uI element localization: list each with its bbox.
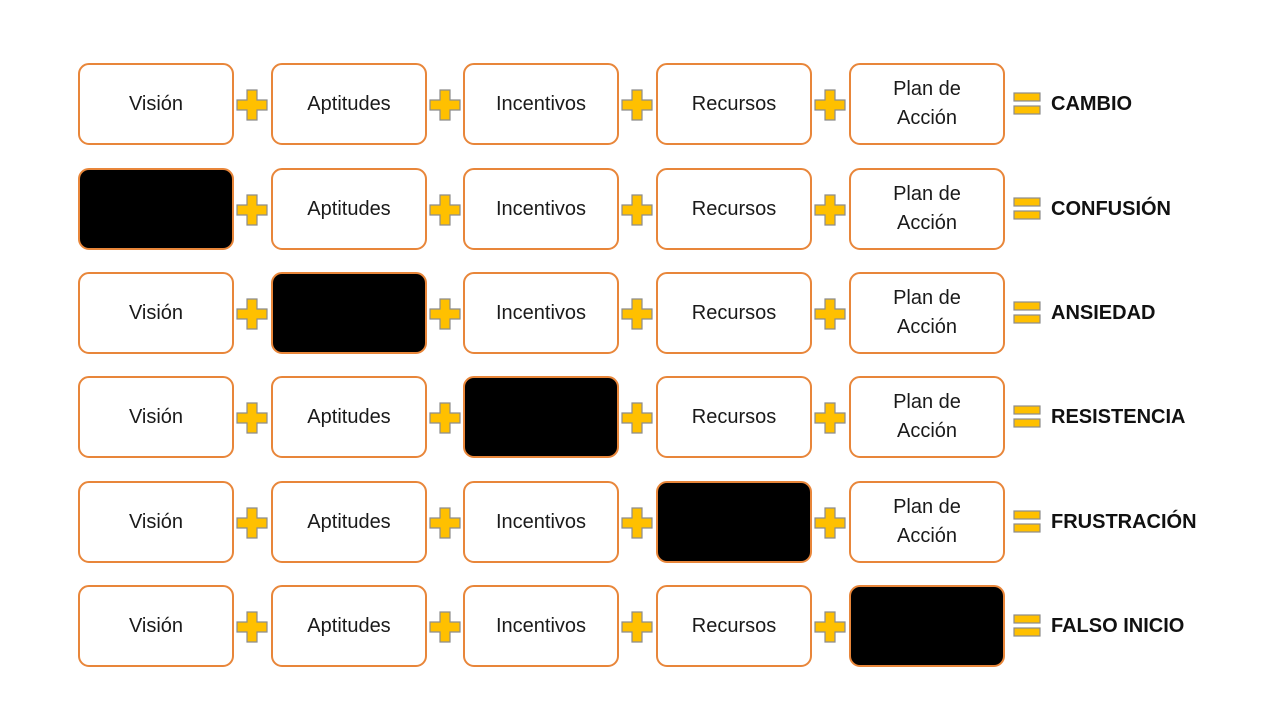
plus-icon [236,507,268,539]
equals-icon [1013,614,1041,638]
plus-icon [814,298,846,330]
factor-box: Aptitudes [271,481,427,563]
factor-box: Recursos [656,63,812,145]
factor-box: Incentivos [463,63,619,145]
factor-box: Aptitudes [271,63,427,145]
plus-icon [236,89,268,121]
plus-icon [429,194,461,226]
equation-row: Aptitudes Incentivos Recursos Plan de Acció… [0,168,1280,252]
result-label: ANSIEDAD [1051,301,1156,324]
plus-icon [621,298,653,330]
plus-icon [621,89,653,121]
equation-row: Visión Incentivos Recursos Plan de Acción AN… [0,272,1280,356]
factor-box: Aptitudes [271,168,427,250]
equals-icon [1013,197,1041,221]
plus-icon [236,194,268,226]
factor-box: Plan de Acción [849,272,1005,354]
result-label: FRUSTRACIÓN [1051,510,1197,533]
equals-icon [1013,405,1041,429]
equals-icon [1013,510,1041,534]
equals-icon [1013,301,1041,325]
factor-box: Plan de Acción [849,481,1005,563]
plus-icon [814,194,846,226]
factor-box: Incentivos [463,481,619,563]
factor-box: Incentivos [463,585,619,667]
plus-icon [429,402,461,434]
result-label: CONFUSIÓN [1051,197,1171,220]
factor-box: Plan de Acción [849,376,1005,458]
equation-row: Visión Aptitudes Recursos Plan de Acción RES… [0,376,1280,460]
plus-icon [621,194,653,226]
plus-icon [236,402,268,434]
result-label: CAMBIO [1051,92,1133,115]
hidden-factor-box [656,481,812,563]
factor-box: Incentivos [463,272,619,354]
result-label: FALSO INICIO [1051,614,1185,637]
plus-icon [621,611,653,643]
hidden-factor-box [78,168,234,250]
hidden-factor-box [849,585,1005,667]
plus-icon [814,89,846,121]
hidden-factor-box [271,272,427,354]
factor-box: Recursos [656,585,812,667]
equation-row: Visión Aptitudes Incentivos Plan de Acción F… [0,481,1280,565]
plus-icon [429,611,461,643]
plus-icon [814,611,846,643]
equals-icon [1013,92,1041,116]
factor-box: Visión [78,272,234,354]
plus-icon [236,298,268,330]
factor-box: Visión [78,376,234,458]
plus-icon [621,402,653,434]
factor-box: Incentivos [463,168,619,250]
plus-icon [814,402,846,434]
factor-box: Aptitudes [271,376,427,458]
factor-box: Visión [78,481,234,563]
factor-box: Visión [78,63,234,145]
plus-icon [236,611,268,643]
plus-icon [429,89,461,121]
plus-icon [814,507,846,539]
result-label: RESISTENCIA [1051,405,1186,428]
factor-box: Recursos [656,376,812,458]
factor-box: Recursos [656,272,812,354]
equation-row: Visión Aptitudes Incentivos Recursos FALSO I… [0,585,1280,669]
factor-box: Plan de Acción [849,168,1005,250]
factor-box: Plan de Acción [849,63,1005,145]
plus-icon [621,507,653,539]
factor-box: Aptitudes [271,585,427,667]
plus-icon [429,298,461,330]
factor-box: Visión [78,585,234,667]
plus-icon [429,507,461,539]
hidden-factor-box [463,376,619,458]
factor-box: Recursos [656,168,812,250]
equation-row: Visión Aptitudes Incentivos Recursos Plan de… [0,63,1280,147]
